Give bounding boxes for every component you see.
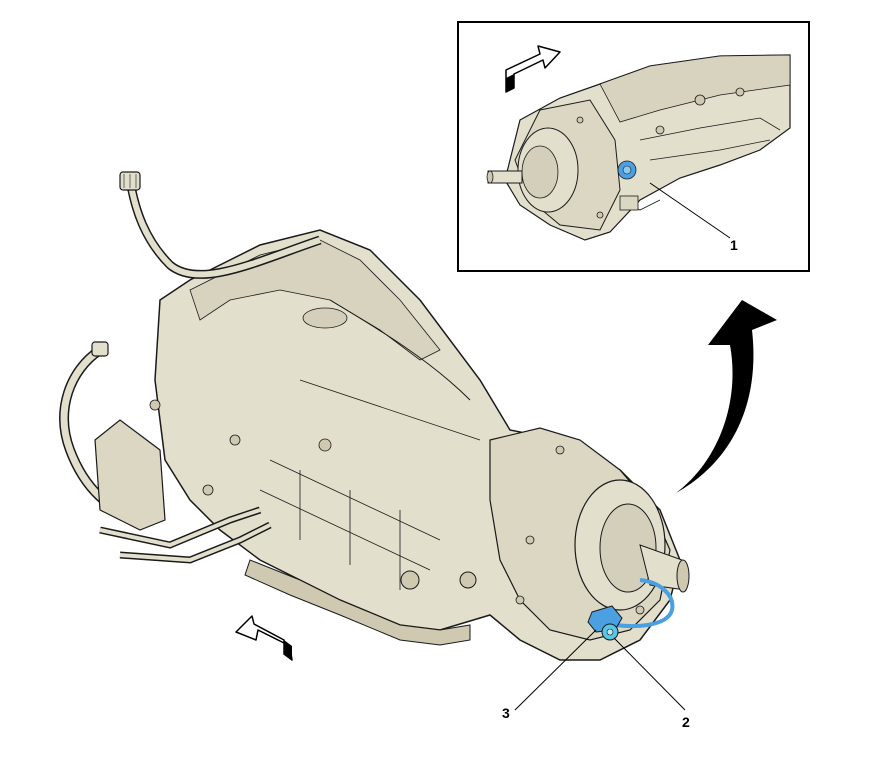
inset-transmission <box>486 54 791 241</box>
highlighted-components <box>587 578 675 641</box>
harness-connector-top <box>119 171 141 191</box>
leader-line-1 <box>649 182 731 239</box>
curved-arrow-icon <box>676 300 777 493</box>
callout-3: 3 <box>502 705 510 721</box>
inset-view: 1 <box>457 21 810 272</box>
cooler-fitting <box>91 341 109 357</box>
leader-line-3 <box>514 629 597 711</box>
main-direction-arrow-icon <box>235 615 293 661</box>
inset-direction-arrow-icon <box>505 45 561 93</box>
main-transmission <box>149 229 690 661</box>
leader-line-2 <box>613 637 686 711</box>
callout-1: 1 <box>730 237 738 253</box>
left-bracket <box>94 419 166 531</box>
inset-highlighted-sensor <box>617 160 637 180</box>
callout-2: 2 <box>682 714 690 730</box>
